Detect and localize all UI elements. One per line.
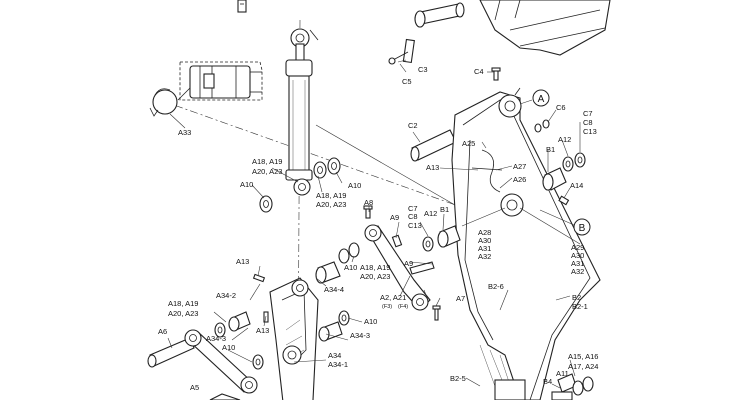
part-labels: A33 A18, A19 A20, A23 A10 A18, A19 A20, … [158,65,598,392]
label-a13-center: A13 [426,163,439,172]
label-c2: C2 [408,121,418,130]
callout-b: B [573,218,591,236]
bushing-b1-middle [422,225,461,252]
label-c13-top: C13 [583,127,597,136]
label-a10-bottom: A10 [222,343,235,352]
label-a14: A14 [570,181,583,190]
bushing-b1-upper [534,119,586,206]
lower-bracket [214,261,350,400]
hydraulic-cylinder [285,28,319,196]
label-a33: A33 [178,128,191,137]
label-a10-mid: A10 [348,181,361,190]
label-a18-a19-link: A18, A19 [360,263,390,272]
label-a18-a19-lower: A18, A19 [168,299,198,308]
inset-detail [149,61,263,129]
label-a2-a21: A2, A21 [380,293,406,302]
top-fragment [237,0,247,13]
callout-b-letter: B [579,223,586,234]
label-a31-right: A31 [571,259,584,268]
label-a28: A28 [478,228,491,237]
label-b2-5: B2-5 [450,374,466,383]
label-a7: A7 [456,294,465,303]
label-a31-left: A31 [478,244,491,253]
label-c5: C5 [402,77,412,86]
label-a13-left: A13 [236,257,249,266]
label-a9-link: A9 [404,259,413,268]
label-a17-a24: A17, A24 [568,362,598,371]
upper-structure [479,0,611,56]
label-a12-mid: A12 [424,209,437,218]
label-a20-a23-top: A20, A23 [252,167,282,176]
label-b2: B2 [572,293,581,302]
cylinder-washers [259,157,341,213]
label-a34-4: A34-4 [324,285,344,294]
label-b2-1: B2-1 [572,302,588,311]
label-b4: B4 [543,377,552,386]
label-a29: A29 [571,243,584,252]
label-a20-a23-link: A20, A23 [360,272,390,281]
label-c8-mid: C8 [408,212,418,221]
lower-links [147,329,264,400]
pin-c2 [410,129,457,162]
label-a12-top: A12 [558,135,571,144]
label-a10-left: A10 [240,180,253,189]
label-a34-1: A34-1 [328,360,348,369]
top-pin [388,2,465,65]
label-a6: A6 [158,327,167,336]
label-a9: A9 [390,213,399,222]
label-a32-left: A32 [478,252,491,261]
label-c13-mid: C13 [408,221,422,230]
label-c8-top: C8 [583,118,593,127]
label-b2-6: B2-6 [488,282,504,291]
label-a34-3-left: A34-3 [206,334,226,343]
callout-a: A [532,89,550,107]
label-a15-a16: A15, A16 [568,352,598,361]
label-b1-mid: B1 [440,205,449,214]
label-a8: A8 [364,198,373,207]
label-a18-a19-top: A18, A19 [252,157,282,166]
label-f3: (F3) [382,304,392,310]
label-a20-a23-mid: A20, A23 [316,200,346,209]
label-a34: A34 [328,351,341,360]
link-arm [338,224,435,311]
callout-a-letter: A [538,94,545,105]
label-a30-left: A30 [478,236,491,245]
label-a10-link: A10 [344,263,357,272]
label-a5: A5 [190,383,199,392]
label-a27: A27 [513,162,526,171]
label-c7-mid: C7 [408,204,418,213]
label-c6: C6 [556,103,566,112]
label-a34-2: A34-2 [216,291,236,300]
label-a10-lower: A10 [364,317,377,326]
leader-lines [167,59,581,389]
label-a32-right: A32 [571,267,584,276]
label-a18-a19-mid: A18, A19 [316,191,346,200]
label-c4: C4 [474,67,484,76]
label-b1-top: B1 [546,145,555,154]
label-a25: A25 [462,139,475,148]
label-a13-lower: A13 [256,326,269,335]
bottom-right-parts [494,373,594,400]
label-a30-right: A30 [571,251,584,260]
label-a20-a23-lower: A20, A23 [168,309,198,318]
label-a11: A11 [556,369,569,378]
label-a26: A26 [513,175,526,184]
label-a34-3: A34-3 [350,331,370,340]
label-c7-top: C7 [583,109,593,118]
label-f4: (F4) [398,304,408,310]
bolts [363,67,501,321]
label-c3: C3 [418,65,428,74]
